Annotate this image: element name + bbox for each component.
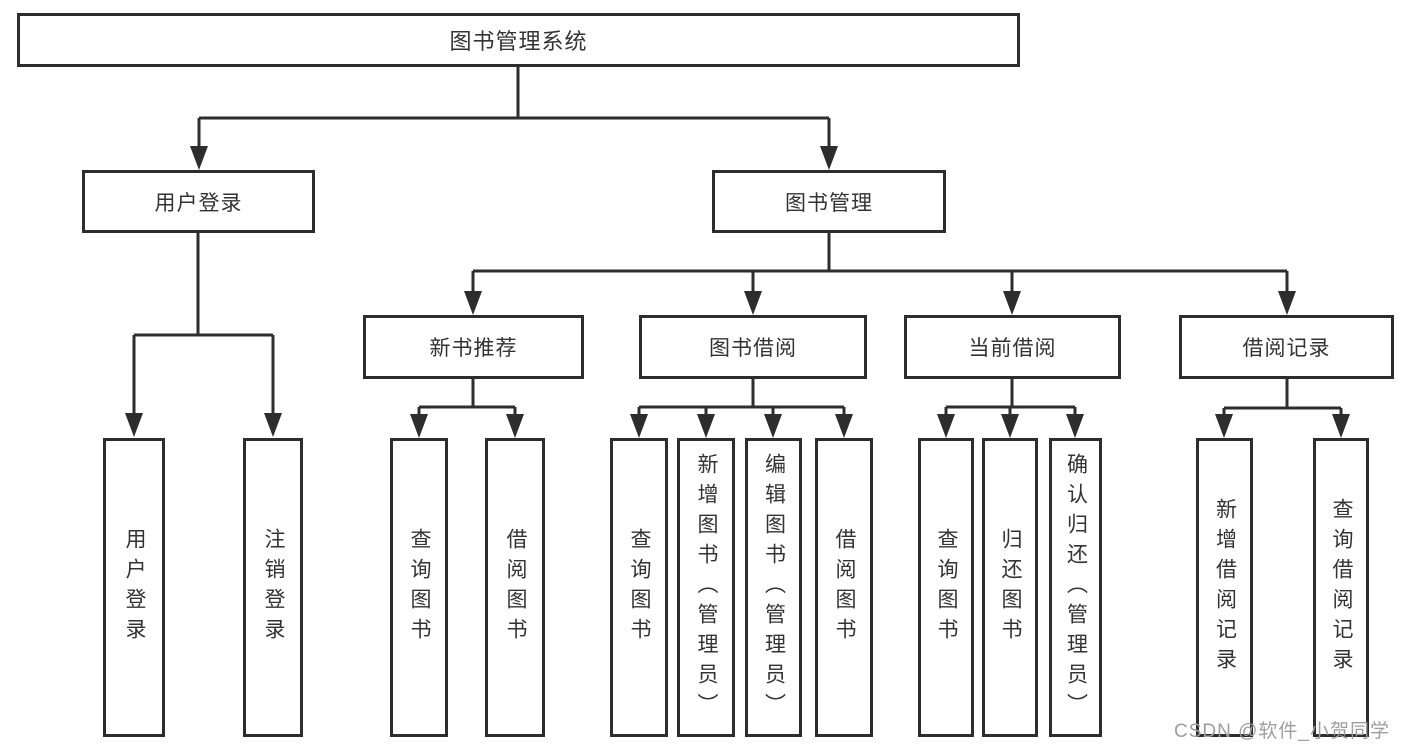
leaf-user-login: 用户登录: [103, 438, 165, 737]
leaf-borrow-add-books-admin: 新增图书（管理员）: [677, 438, 735, 737]
leaf-borrow-edit-books-admin: 编辑图书（管理员）: [745, 438, 802, 737]
leaf-current-confirm-return-admin: 确认归还（管理员）: [1049, 438, 1102, 737]
leaf-borrow-borrow-books: 借阅图书: [815, 438, 873, 737]
leaf-record-add-borrow-record: 新增借阅记录: [1196, 438, 1253, 737]
node-book-borrowing: 图书借阅: [639, 315, 867, 379]
leaf-newbook-query-books: 查询图书: [390, 438, 448, 737]
leaf-borrow-query-books: 查询图书: [610, 438, 668, 737]
node-book-management: 图书管理: [712, 170, 946, 233]
node-library-management-system: 图书管理系统: [17, 13, 1020, 67]
leaf-user-logout: 注销登录: [243, 438, 303, 737]
node-new-book-recommendation: 新书推荐: [363, 315, 584, 379]
leaf-current-query-books: 查询图书: [918, 438, 974, 737]
leaf-record-query-borrow-record: 查询借阅记录: [1313, 438, 1369, 737]
leaf-current-return-books: 归还图书: [982, 438, 1038, 737]
csdn-watermark: CSDN @软件_小贺同学: [1174, 721, 1390, 742]
leaf-newbook-borrow-books: 借阅图书: [485, 438, 545, 737]
node-borrowing-records: 借阅记录: [1179, 315, 1394, 379]
node-user-login: 用户登录: [82, 170, 315, 233]
node-current-borrowing: 当前借阅: [904, 315, 1121, 379]
